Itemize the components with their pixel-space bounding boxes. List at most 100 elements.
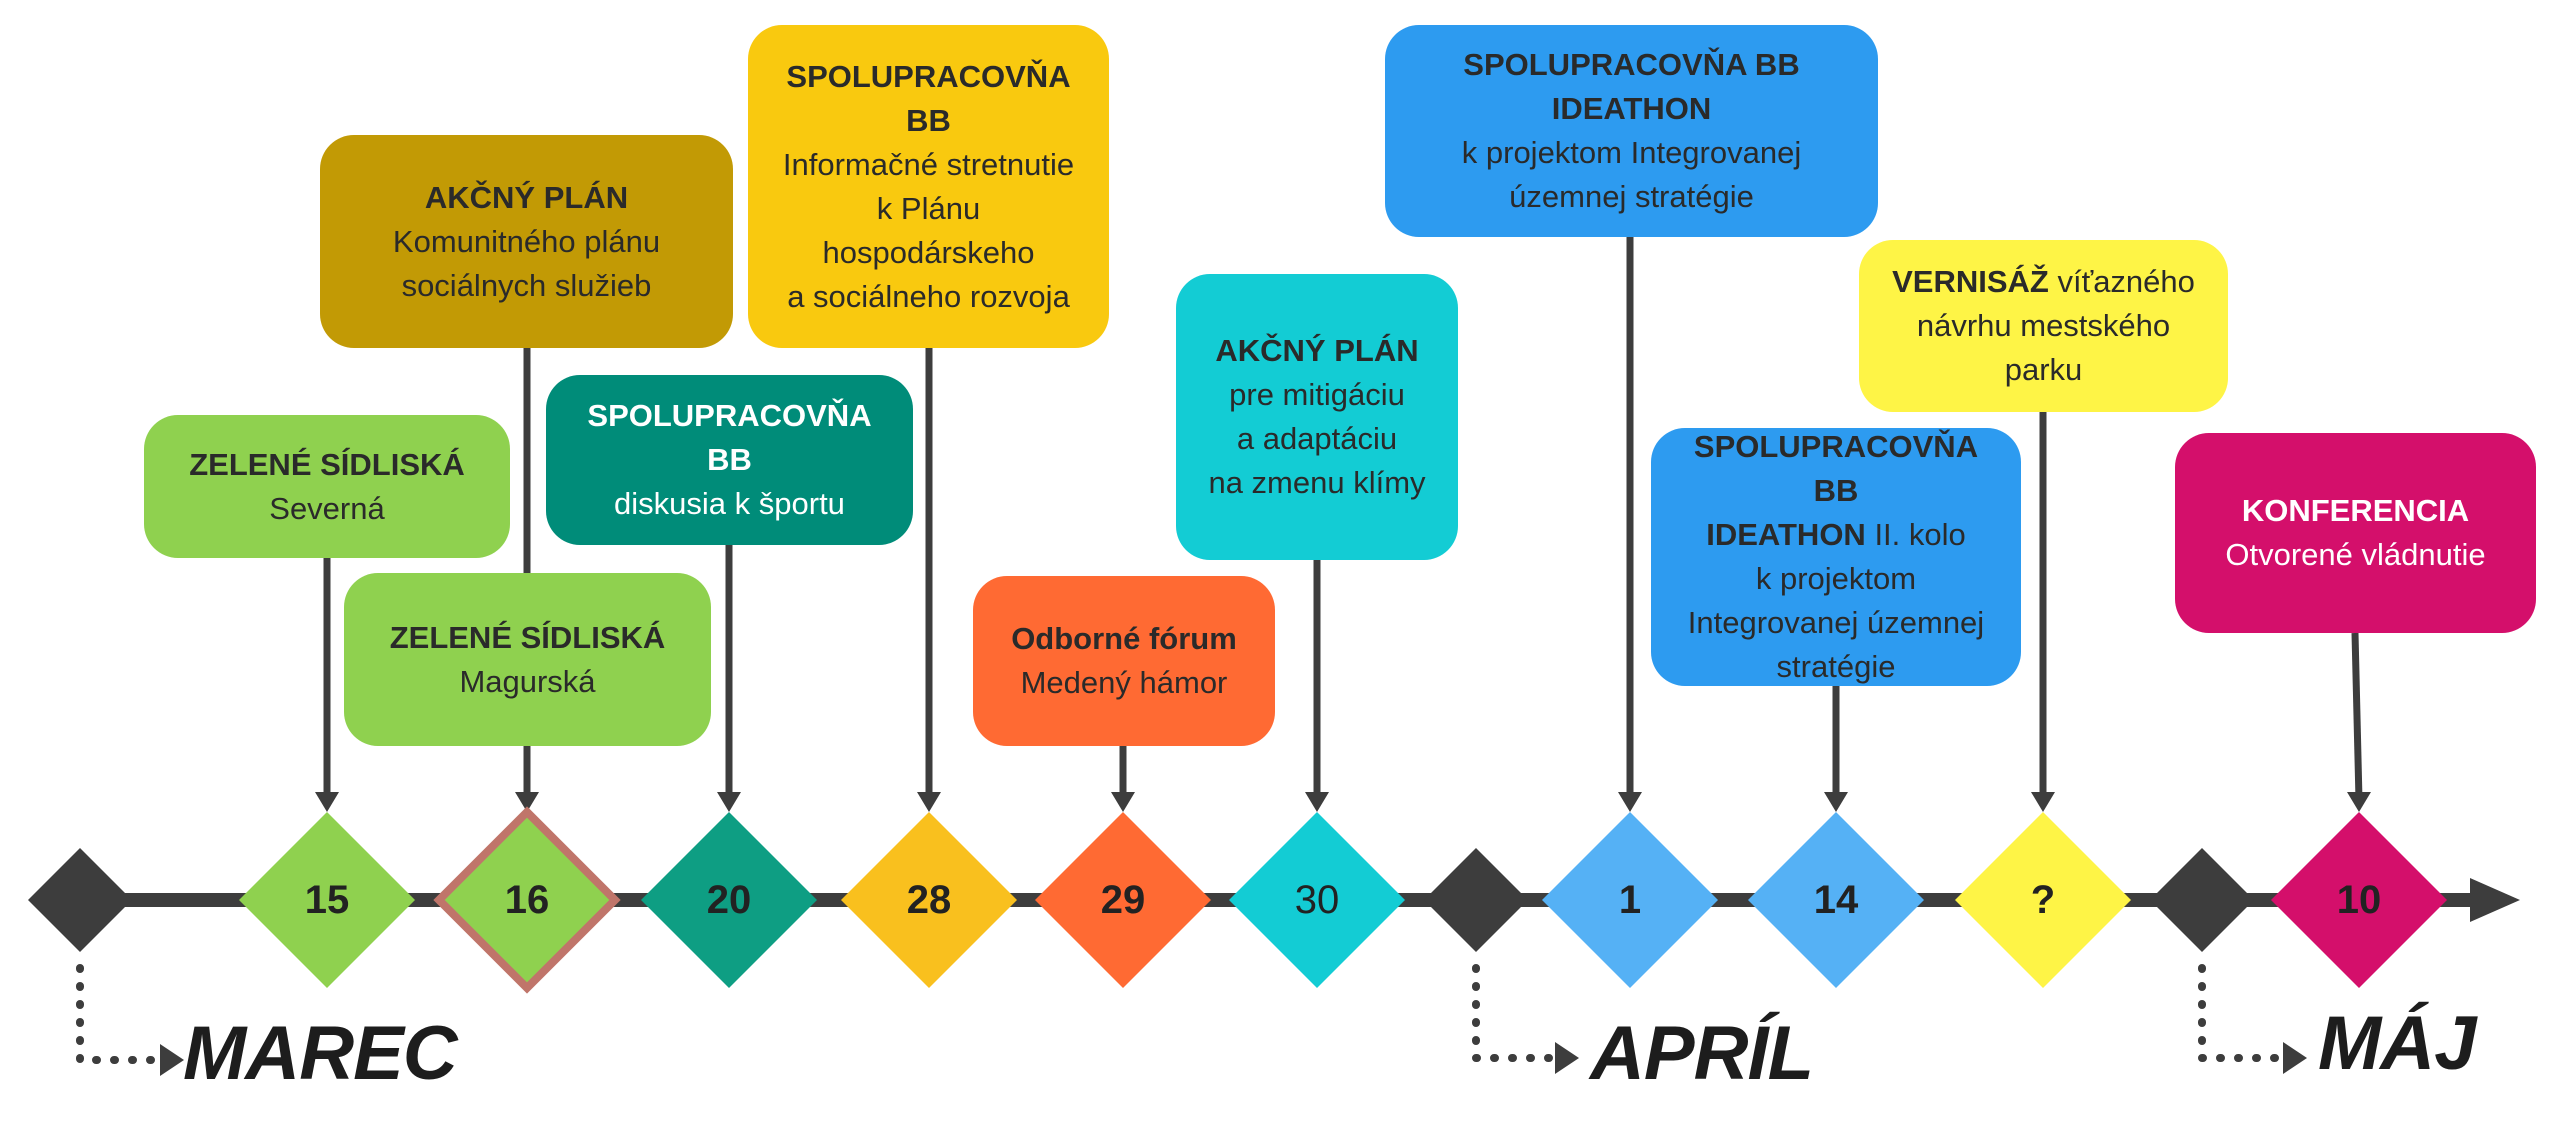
card-title-row: IDEATHON II. kolo	[1706, 513, 1966, 557]
card-text: Severná	[269, 490, 385, 526]
card-title: IDEATHON	[1706, 517, 1866, 552]
card-text: návrhu mestského	[1916, 308, 2171, 343]
date-label-20: 20	[706, 877, 752, 922]
date-label-29: 29	[1100, 877, 1146, 922]
card-title: SPOLUPRACOVŇA BB	[587, 398, 872, 477]
date-diamonds	[239, 806, 2447, 994]
date-diamond-14	[1748, 812, 1924, 988]
event-card-ideathon-1: SPOLUPRACOVŇA BB IDEATHON k projektom In…	[1385, 25, 1878, 237]
date-label-10: 10	[2336, 877, 2382, 922]
card-title: ZELENÉ SÍDLISKÁ	[389, 619, 666, 655]
dotted-arrow-march	[76, 964, 169, 1064]
arrowhead-16	[515, 792, 539, 812]
card-text: stratégie	[1776, 649, 1896, 684]
date-label-1: 1	[1618, 877, 1642, 922]
month-dotted-arrows	[76, 964, 2292, 1064]
card-text: k Plánu	[876, 190, 981, 226]
month-label-may: MÁJ	[2318, 1001, 2476, 1086]
event-card-zelene-sidliska-magurska: ZELENÉ SÍDLISKÁ Magurská	[344, 573, 711, 746]
arrowhead-10	[2347, 792, 2371, 812]
date-label-14: 14	[1813, 877, 1859, 922]
card-text: Integrovanej územnej	[1687, 605, 1985, 640]
event-card-spolupracovna-sport: SPOLUPRACOVŇA BB diskusia k športu	[546, 375, 913, 545]
card-title: AKČNÝ PLÁN	[1215, 333, 1419, 368]
event-card-odborne-forum: Odborné fórum Medený hámor	[973, 576, 1275, 746]
month-label-april: APRÍL	[1590, 1011, 1814, 1096]
date-diamond-29	[1035, 812, 1211, 988]
card-title: BB	[906, 102, 951, 138]
card-text: a sociálneho rozvoja	[787, 278, 1070, 314]
card-text: hospodárskeho	[822, 234, 1035, 270]
card-title: SPOLUPRACOVŇA BB	[1693, 429, 1979, 508]
arrowhead-30	[1305, 792, 1329, 812]
arrowhead-14	[1824, 792, 1848, 812]
connectors	[323, 237, 2363, 801]
event-card-konferencia: KONFERENCIA Otvorené vládnutie	[2175, 433, 2536, 633]
dotted-arrowhead-may	[2283, 1042, 2307, 1074]
card-title-suffix: II. kolo	[1865, 517, 1966, 552]
card-text: na zmenu klímy	[1208, 465, 1426, 500]
month-marker-april	[1424, 848, 1528, 952]
card-title: KONFERENCIA	[2241, 493, 2470, 528]
event-card-ideathon-2: SPOLUPRACOVŇA BB IDEATHON II. kolo k pro…	[1651, 428, 2021, 686]
arrowhead-q	[2031, 792, 2055, 812]
card-title: SPOLUPRACOVŇA BB	[1463, 47, 1800, 82]
card-text: a adaptáciu	[1236, 421, 1398, 456]
arrowhead-29	[1111, 792, 1135, 812]
timeline-arrowhead	[2470, 878, 2520, 922]
card-title-suffix: víťazného	[2048, 264, 2195, 299]
connector-arrowheads	[315, 792, 2371, 812]
month-arrowheads	[160, 1042, 2307, 1076]
event-card-akcny-plan-kpss: AKČNÝ PLÁN Komunitného plánu sociálnych …	[320, 135, 733, 348]
dotted-arrowhead-march	[160, 1044, 184, 1076]
month-label-march: MAREC	[183, 1011, 458, 1096]
month-marker-may	[2150, 848, 2254, 952]
date-diamond-20	[641, 812, 817, 988]
date-diamond-16	[433, 806, 621, 994]
arrowhead-20	[717, 792, 741, 812]
card-title: AKČNÝ PLÁN	[424, 179, 629, 215]
card-text: k projektom Integrovanej	[1461, 135, 1802, 170]
card-title: ZELENÉ SÍDLISKÁ	[189, 446, 465, 482]
dotted-arrow-april	[1472, 964, 1564, 1062]
event-card-akcny-plan-klima: AKČNÝ PLÁN pre mitigáciu a adaptáciu na …	[1176, 274, 1458, 560]
event-card-zelene-sidliska-severna: ZELENÉ SÍDLISKÁ Severná	[144, 415, 510, 558]
card-text: Informačné stretnutie	[782, 146, 1075, 182]
date-label-28: 28	[906, 877, 952, 922]
arrowhead-28	[917, 792, 941, 812]
date-label-q: ?	[2030, 877, 2056, 922]
arrowhead-15	[315, 792, 339, 812]
card-title: VERNISÁŽ	[1892, 264, 2049, 299]
connector-10	[2351, 632, 2363, 801]
card-text: k projektom	[1755, 561, 1917, 596]
date-diamond-30	[1229, 812, 1405, 988]
arrowhead-1	[1618, 792, 1642, 812]
date-diamond-unknown	[1955, 812, 2131, 988]
event-card-vernisaz: VERNISÁŽ víťazného návrhu mestského park…	[1859, 240, 2228, 412]
card-text: sociálnych služieb	[401, 267, 652, 303]
card-text: diskusia k športu	[614, 486, 845, 521]
date-diamond-1	[1542, 812, 1718, 988]
date-label-15: 15	[304, 877, 350, 922]
card-title: SPOLUPRACOVŇA	[786, 58, 1071, 94]
card-text: Medený hámor	[1020, 665, 1228, 700]
card-text: Otvorené vládnutie	[2225, 537, 2486, 572]
card-text: parku	[2004, 352, 2083, 387]
date-diamond-15	[239, 812, 415, 988]
card-text: Komunitného plánu	[392, 223, 661, 259]
card-text: pre mitigáciu	[1229, 377, 1405, 412]
card-text: územnej stratégie	[1509, 179, 1754, 214]
card-title: IDEATHON	[1551, 91, 1712, 126]
date-diamond-10	[2271, 812, 2447, 988]
card-text: Magurská	[459, 663, 596, 699]
month-marker-march	[28, 848, 132, 952]
card-title: Odborné fórum	[1011, 621, 1237, 656]
dotted-arrowhead-april	[1555, 1042, 1579, 1074]
date-diamond-28	[841, 812, 1017, 988]
card-title-row: VERNISÁŽ víťazného	[1892, 260, 2195, 304]
dotted-arrow-may	[2198, 964, 2292, 1062]
date-label-16: 16	[504, 877, 550, 922]
date-label-30: 30	[1294, 877, 1340, 922]
event-card-spolupracovna-phsr: SPOLUPRACOVŇA BB Informačné stretnutie k…	[748, 25, 1109, 348]
